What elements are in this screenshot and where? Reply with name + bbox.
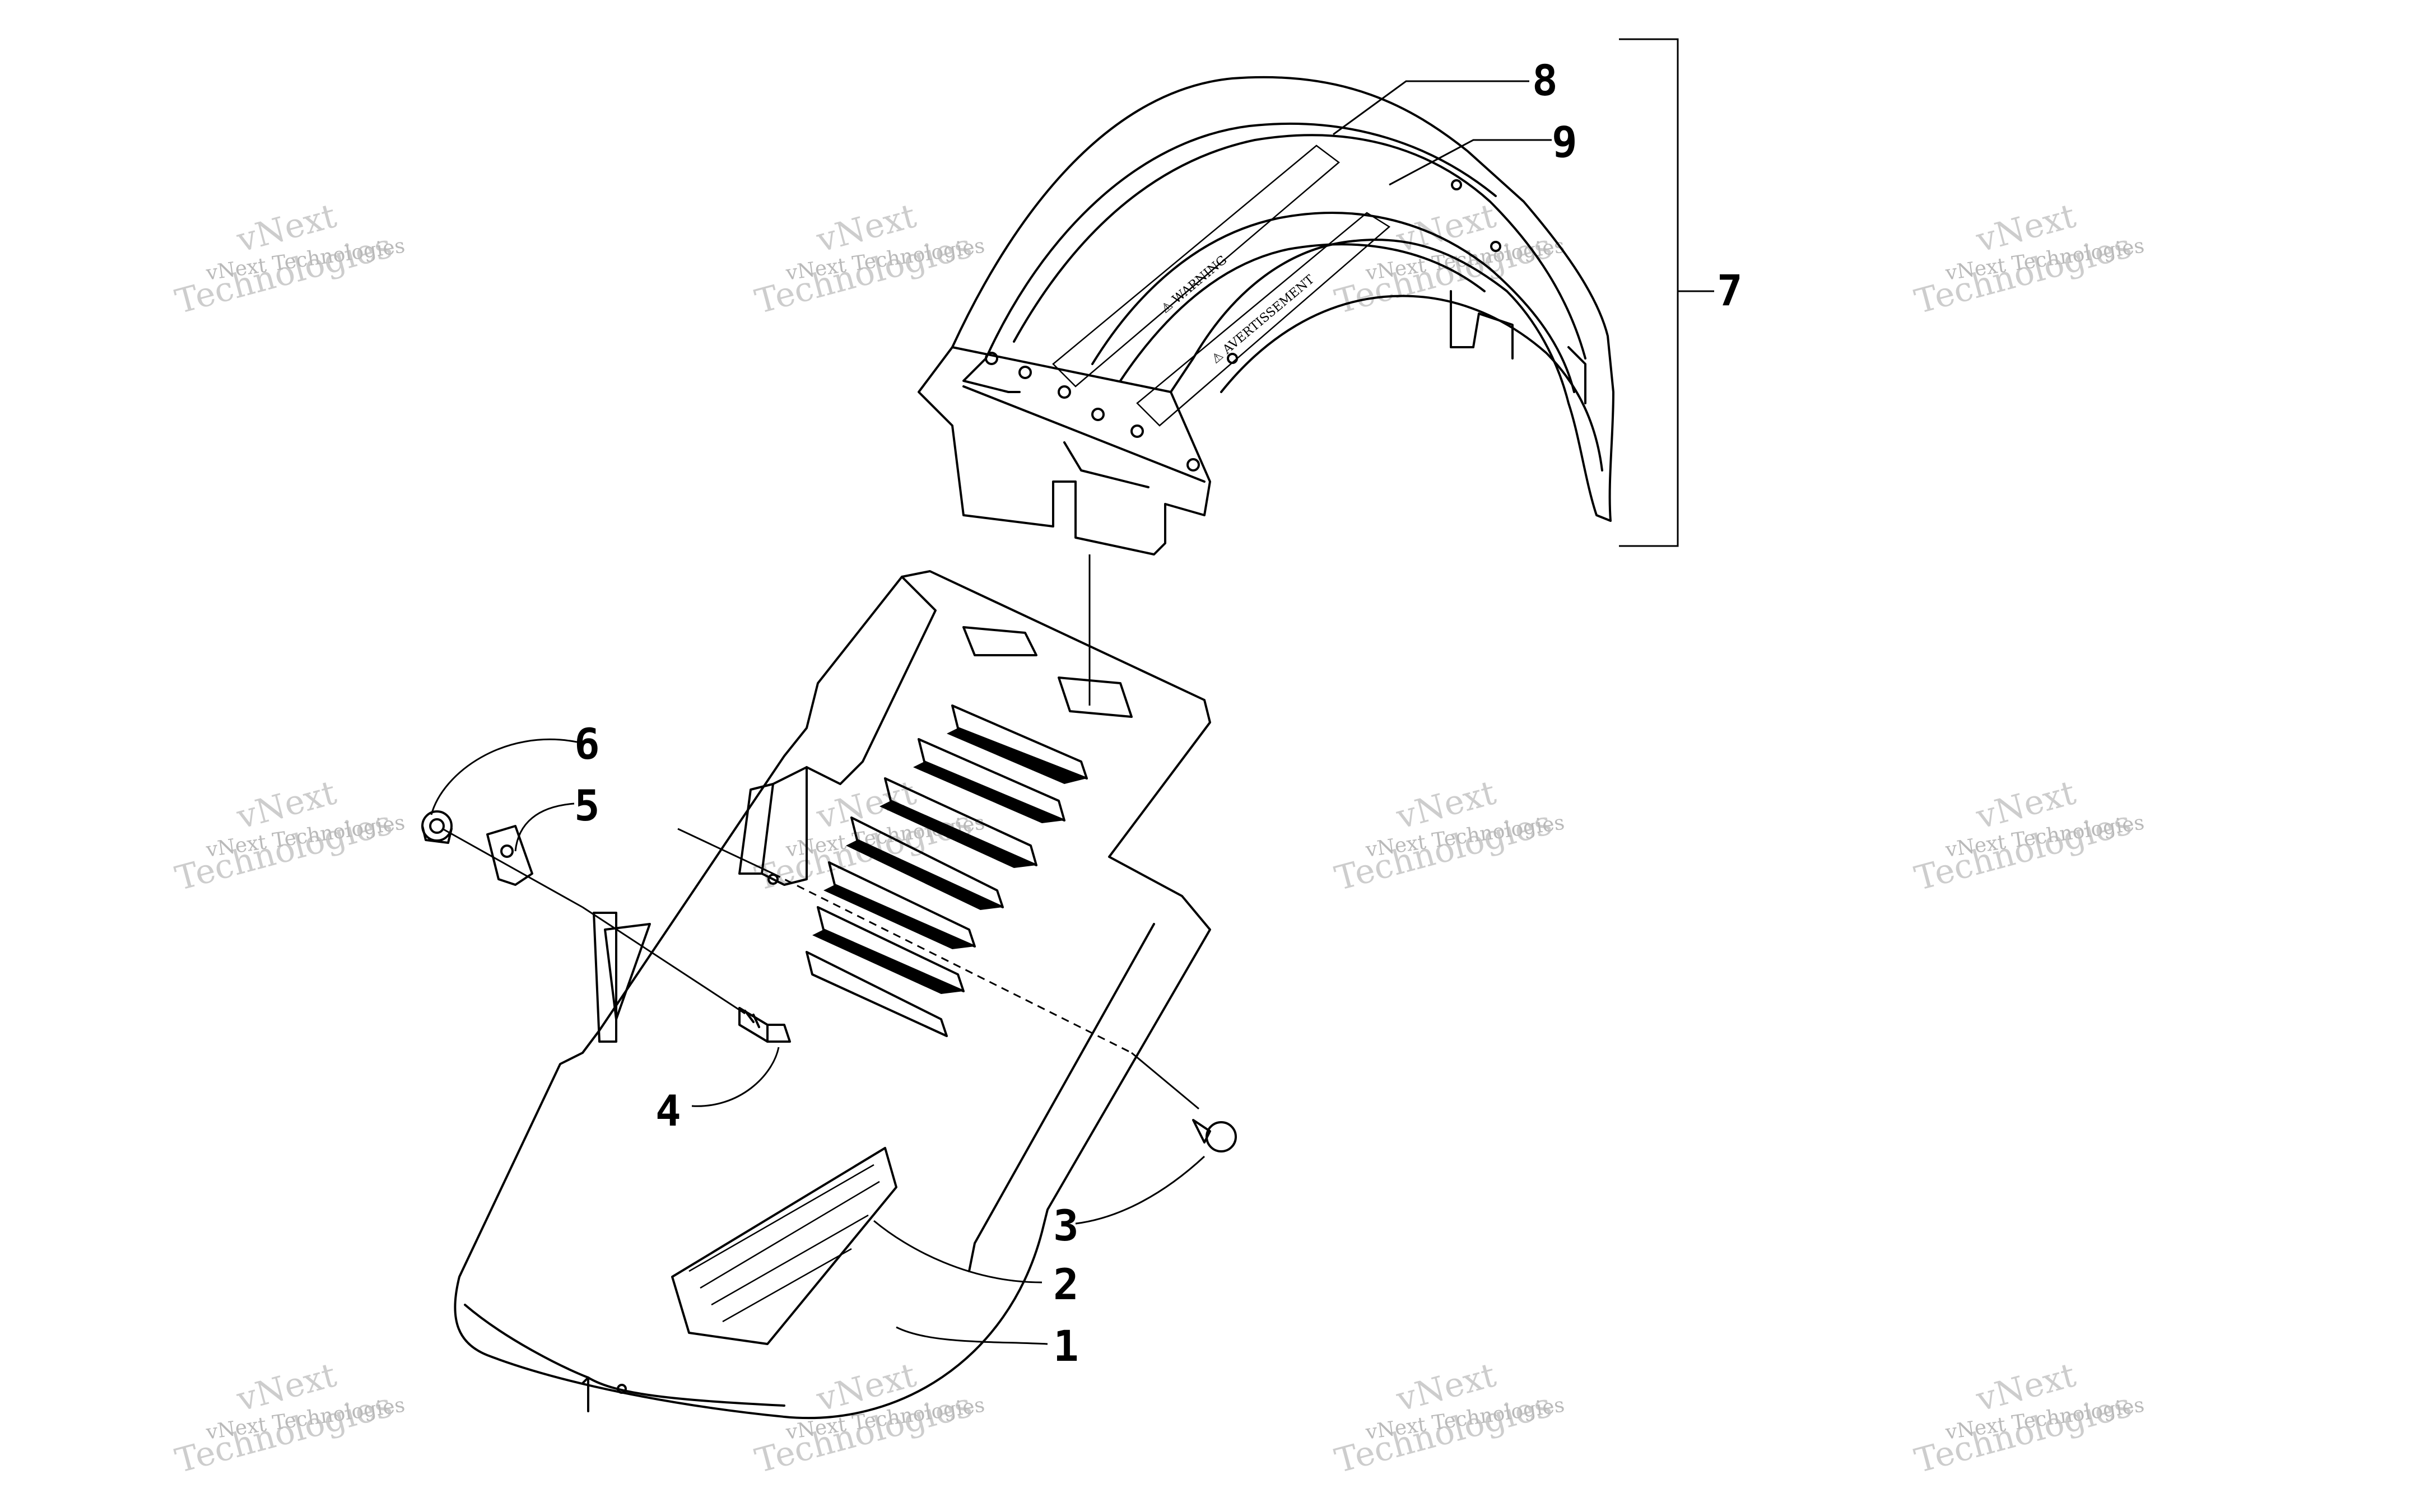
svg-text:⚠ AVERTISSEMENT: ⚠ AVERTISSEMENT [1209, 273, 1318, 367]
callouts: 1 2 3 4 5 6 7 8 9 [574, 55, 1743, 1371]
nut-6 [421, 810, 453, 844]
leaders [430, 80, 1552, 1345]
mud-panel [454, 570, 1211, 1420]
assembly-lines [442, 554, 1199, 1110]
callout-5: 5 [574, 781, 600, 830]
callout-8: 8 [1532, 55, 1558, 105]
clip-5 [486, 825, 533, 886]
svg-text:⚠ WARNING: ⚠ WARNING [1158, 253, 1230, 316]
bolt-4 [738, 1007, 791, 1043]
callout-1: 1 [1053, 1321, 1079, 1371]
louvers [806, 704, 1088, 1037]
screw-3 [1192, 1119, 1237, 1152]
callout-7: 7 [1717, 265, 1743, 315]
fender-assembly: ⚠ WARNING ⚠ AVERTISSEMENT [918, 76, 1614, 556]
callout-9: 9 [1552, 117, 1577, 167]
callout-6: 6 [574, 719, 600, 769]
callout-3: 3 [1053, 1201, 1079, 1250]
assembly-bracket-7 [1619, 38, 1714, 547]
callout-2: 2 [1053, 1259, 1079, 1309]
callout-4: 4 [655, 1086, 681, 1136]
info-label [671, 1147, 897, 1345]
